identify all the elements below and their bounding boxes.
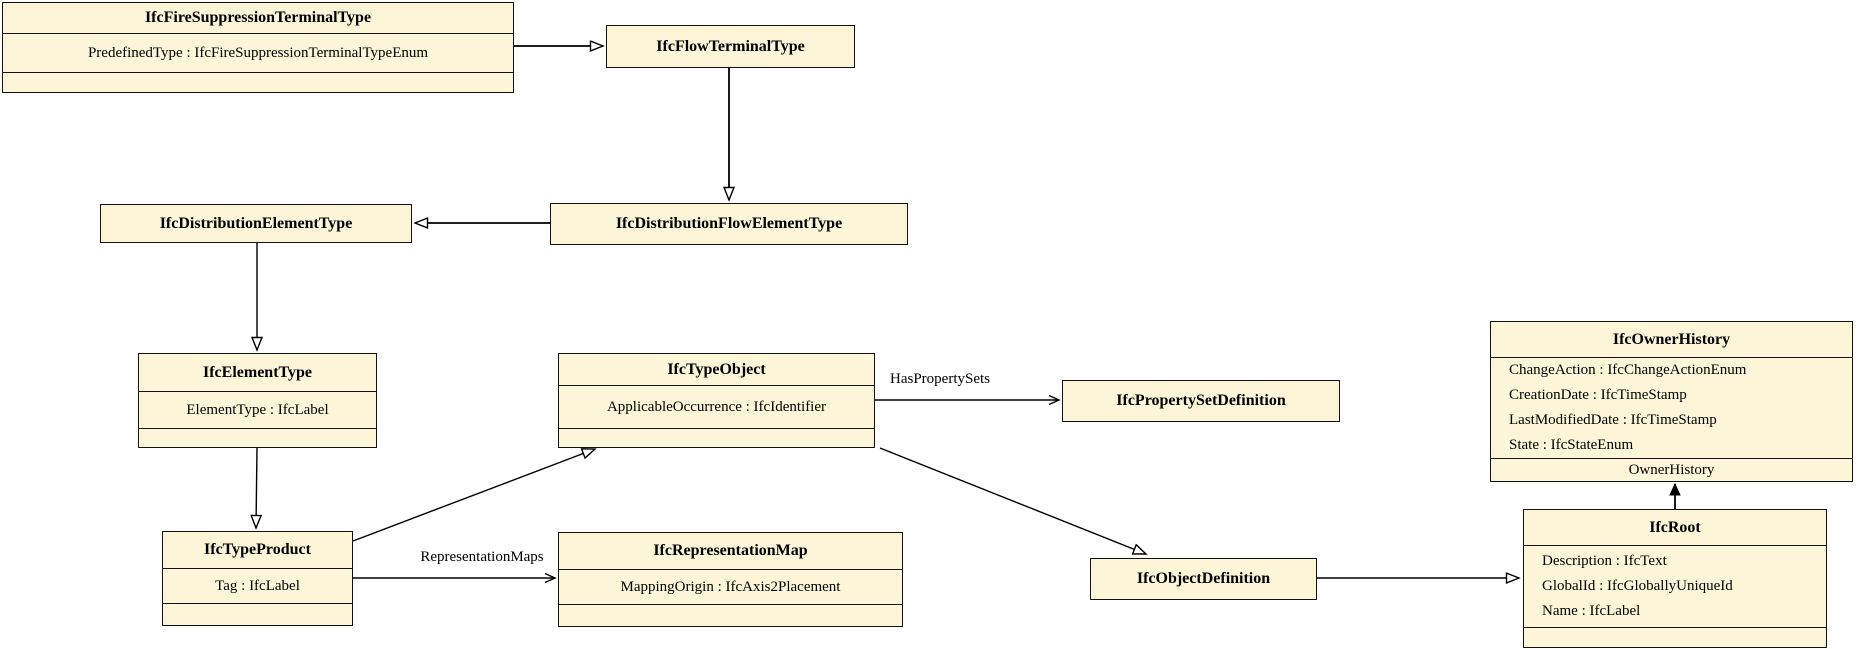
edge-typeobject-to-objectdefinition [879,447,1146,554]
class-title: IfcRoot [1649,518,1701,536]
edge-elementtype-to-typeproduct [256,447,257,528]
class-title: IfcFlowTerminalType [656,37,805,55]
class-ifcrepresentationmap: IfcRepresentationMap MappingOrigin : Ifc… [558,532,903,627]
class-attributes: ElementType : IfcLabel [139,391,376,428]
class-title: IfcFireSuppressionTerminalType [144,9,372,26]
class-footer [1524,627,1826,647]
representationmaps-label: RepresentationMaps [420,549,544,565]
class-footer [139,428,376,447]
class-footer [559,428,874,447]
class-ifcfiresuppressionterminaltype: IfcFireSuppressionTerminalType Predefine… [2,2,514,93]
attribute: MappingOrigin : IfcAxis2Placement [620,578,841,595]
class-attributes: PredefinedType : IfcFireSuppressionTermi… [3,33,513,72]
class-title: IfcElementType [202,363,312,381]
attribute: Name : IfcLabel [1542,603,1641,619]
class-ifcflowterminaltype: IfcFlowTerminalType [606,25,855,68]
attribute: Description : IfcText [1542,553,1667,569]
class-attributes: MappingOrigin : IfcAxis2Placement [559,569,902,604]
attribute: CreationDate : IfcTimeStamp [1509,387,1687,403]
class-title: IfcDistributionFlowElementType [615,215,843,232]
class-ifcdistributionelementtype: IfcDistributionElementType [100,204,412,243]
class-title: IfcOwnerHistory [1612,330,1731,348]
class-attributes: Description : IfcText GlobalId : IfcGlob… [1524,545,1826,627]
haspropertysets-label: HasPropertySets [890,371,990,387]
class-ifcroot: IfcRoot Description : IfcText GlobalId :… [1523,509,1827,648]
attribute: LastModifiedDate : IfcTimeStamp [1509,412,1717,428]
class-title: IfcTypeProduct [204,541,311,558]
attribute: ApplicableOccurrence : IfcIdentifier [606,398,827,415]
attribute: State : IfcStateEnum [1509,437,1634,453]
attribute: ChangeAction : IfcChangeActionEnum [1509,362,1747,378]
attribute: GlobalId : IfcGloballyUniqueId [1542,578,1733,594]
class-attributes: ApplicableOccurrence : IfcIdentifier [559,385,874,428]
attribute: Tag : IfcLabel [215,577,300,594]
class-ifcpropertysetdefinition: IfcPropertySetDefinition [1062,380,1340,422]
class-title: IfcPropertySetDefinition [1116,392,1286,409]
class-footer [3,72,513,92]
class-attributes: ChangeAction : IfcChangeActionEnum Creat… [1491,357,1852,458]
class-title: IfcRepresentationMap [653,542,808,559]
class-title: IfcTypeObject [667,360,766,378]
class-ifcobjectdefinition: IfcObjectDefinition [1090,558,1317,600]
ownerhistory-role-label: OwnerHistory [1491,458,1852,481]
class-ifctypeproduct: IfcTypeProduct Tag : IfcLabel [162,531,353,626]
class-ifctypeobject: IfcTypeObject ApplicableOccurrence : Ifc… [558,353,875,448]
class-title: IfcObjectDefinition [1136,570,1271,587]
class-footer [163,603,352,625]
class-attributes: Tag : IfcLabel [163,568,352,603]
class-ifcelementtype: IfcElementType ElementType : IfcLabel [138,353,377,448]
class-ifcownerhistory: IfcOwnerHistory ChangeAction : IfcChange… [1490,321,1853,482]
class-footer [559,604,902,626]
class-title: IfcDistributionElementType [159,214,353,232]
attribute: PredefinedType : IfcFireSuppressionTermi… [87,44,429,61]
edge-typeproduct-to-typeobject [352,449,595,542]
class-ifcdistributionflowelementtype: IfcDistributionFlowElementType [550,203,908,245]
attribute: ElementType : IfcLabel [186,401,329,418]
